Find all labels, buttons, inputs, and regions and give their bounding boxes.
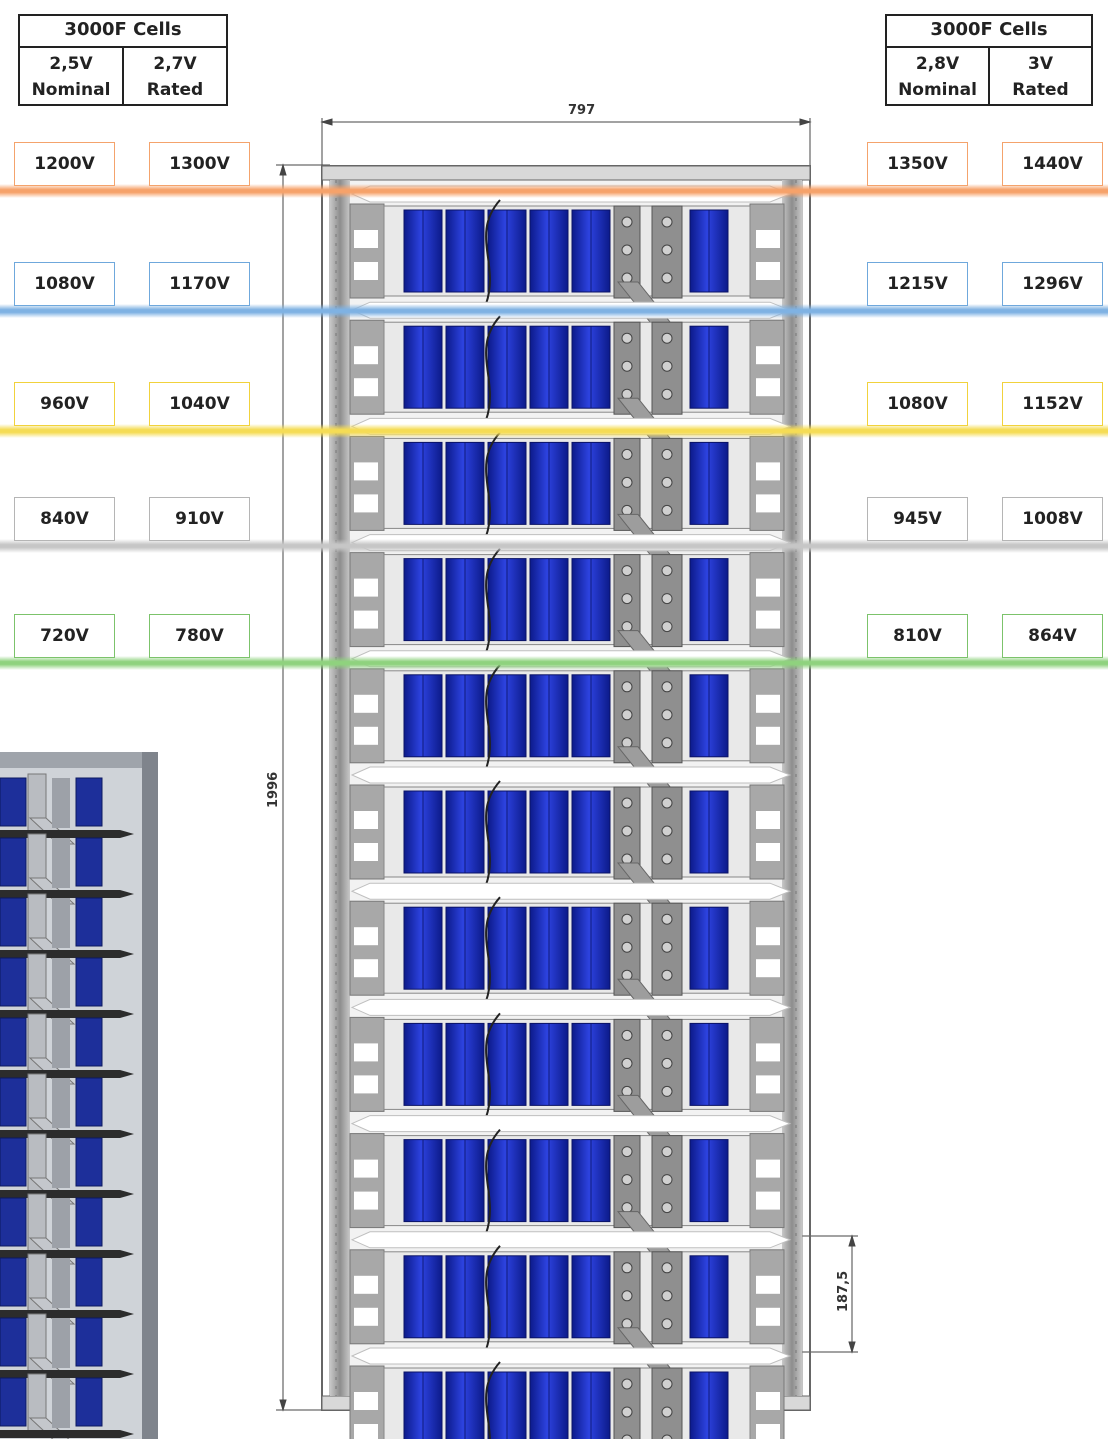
capacitor-module: [349, 882, 792, 1030]
right-nominal-voltage: 2,8V: [915, 54, 960, 74]
height-dimension-label: 1996: [266, 772, 281, 808]
capacitor-module: [349, 417, 792, 565]
left-rated-voltage-box: 1170V: [149, 262, 250, 306]
right-rated-voltage-box: 1152V: [1002, 382, 1103, 426]
voltage-level-band: [0, 304, 1108, 318]
right-rated-column: 3V Rated: [988, 48, 1091, 106]
right-rated-voltage-box: 1008V: [1002, 497, 1103, 541]
photo-module-row: [0, 1373, 134, 1439]
left-table-title: 3000F Cells: [20, 16, 226, 48]
photo-module-row: [0, 1193, 134, 1265]
width-dimension-label: 797: [568, 103, 595, 118]
left-rated-column: 2,7V Rated: [122, 48, 226, 106]
left-nominal-column: 2,5V Nominal: [20, 48, 122, 106]
right-rated-voltage: 3V: [1028, 54, 1053, 74]
right-rated-label: Rated: [1012, 80, 1069, 100]
voltage-level-band: [0, 424, 1108, 438]
pitch-dimension-label: 187,5: [836, 1271, 851, 1312]
right-nominal-voltage-box: 1080V: [867, 382, 968, 426]
width-dimension: [320, 118, 812, 180]
right-nominal-label: Nominal: [898, 80, 977, 100]
photo-module-row: [0, 1013, 134, 1085]
capacitor-module: [349, 766, 792, 914]
capacitor-module: [349, 1347, 792, 1439]
right-rated-voltage-box: 1440V: [1002, 142, 1103, 186]
photo-module-row: [0, 953, 134, 1025]
right-nominal-voltage-box: 945V: [867, 497, 968, 541]
capacitor-module: [349, 534, 792, 682]
left-rated-voltage-box: 910V: [149, 497, 250, 541]
right-cell-spec-table: 3000F Cells 2,8V Nominal 3V Rated: [885, 14, 1093, 106]
height-dimension: [276, 163, 330, 1412]
left-nominal-voltage-box: 1080V: [14, 262, 115, 306]
left-rated-voltage: 2,7V: [153, 54, 197, 74]
voltage-level-band: [0, 656, 1108, 670]
left-nominal-voltage-box: 840V: [14, 497, 115, 541]
left-nominal-voltage: 2,5V: [49, 54, 93, 74]
right-nominal-voltage-box: 1215V: [867, 262, 968, 306]
right-nominal-voltage-box: 810V: [867, 614, 968, 658]
photo-module-row: [0, 1253, 134, 1325]
voltage-level-band: [0, 184, 1108, 198]
right-rated-voltage-box: 864V: [1002, 614, 1103, 658]
photo-module-row: [0, 1133, 134, 1205]
rack-photo-inset: [0, 752, 158, 1439]
left-cell-spec-table: 3000F Cells 2,5V Nominal 2,7V Rated: [18, 14, 228, 106]
photo-module-row: [0, 773, 134, 845]
voltage-level-band: [0, 539, 1108, 553]
left-rated-label: Rated: [146, 80, 204, 100]
left-nominal-voltage-box: 1200V: [14, 142, 115, 186]
right-rated-voltage-box: 1296V: [1002, 262, 1103, 306]
left-nominal-label: Nominal: [31, 80, 111, 100]
right-nominal-voltage-box: 1350V: [867, 142, 968, 186]
left-rated-voltage-box: 1300V: [149, 142, 250, 186]
left-nominal-voltage-box: 960V: [14, 382, 115, 426]
left-rated-voltage-box: 780V: [149, 614, 250, 658]
left-rated-voltage-box: 1040V: [149, 382, 250, 426]
left-nominal-voltage-box: 720V: [14, 614, 115, 658]
right-nominal-column: 2,8V Nominal: [887, 48, 988, 106]
capacitor-module: [349, 1231, 792, 1379]
right-table-title: 3000F Cells: [887, 16, 1091, 48]
